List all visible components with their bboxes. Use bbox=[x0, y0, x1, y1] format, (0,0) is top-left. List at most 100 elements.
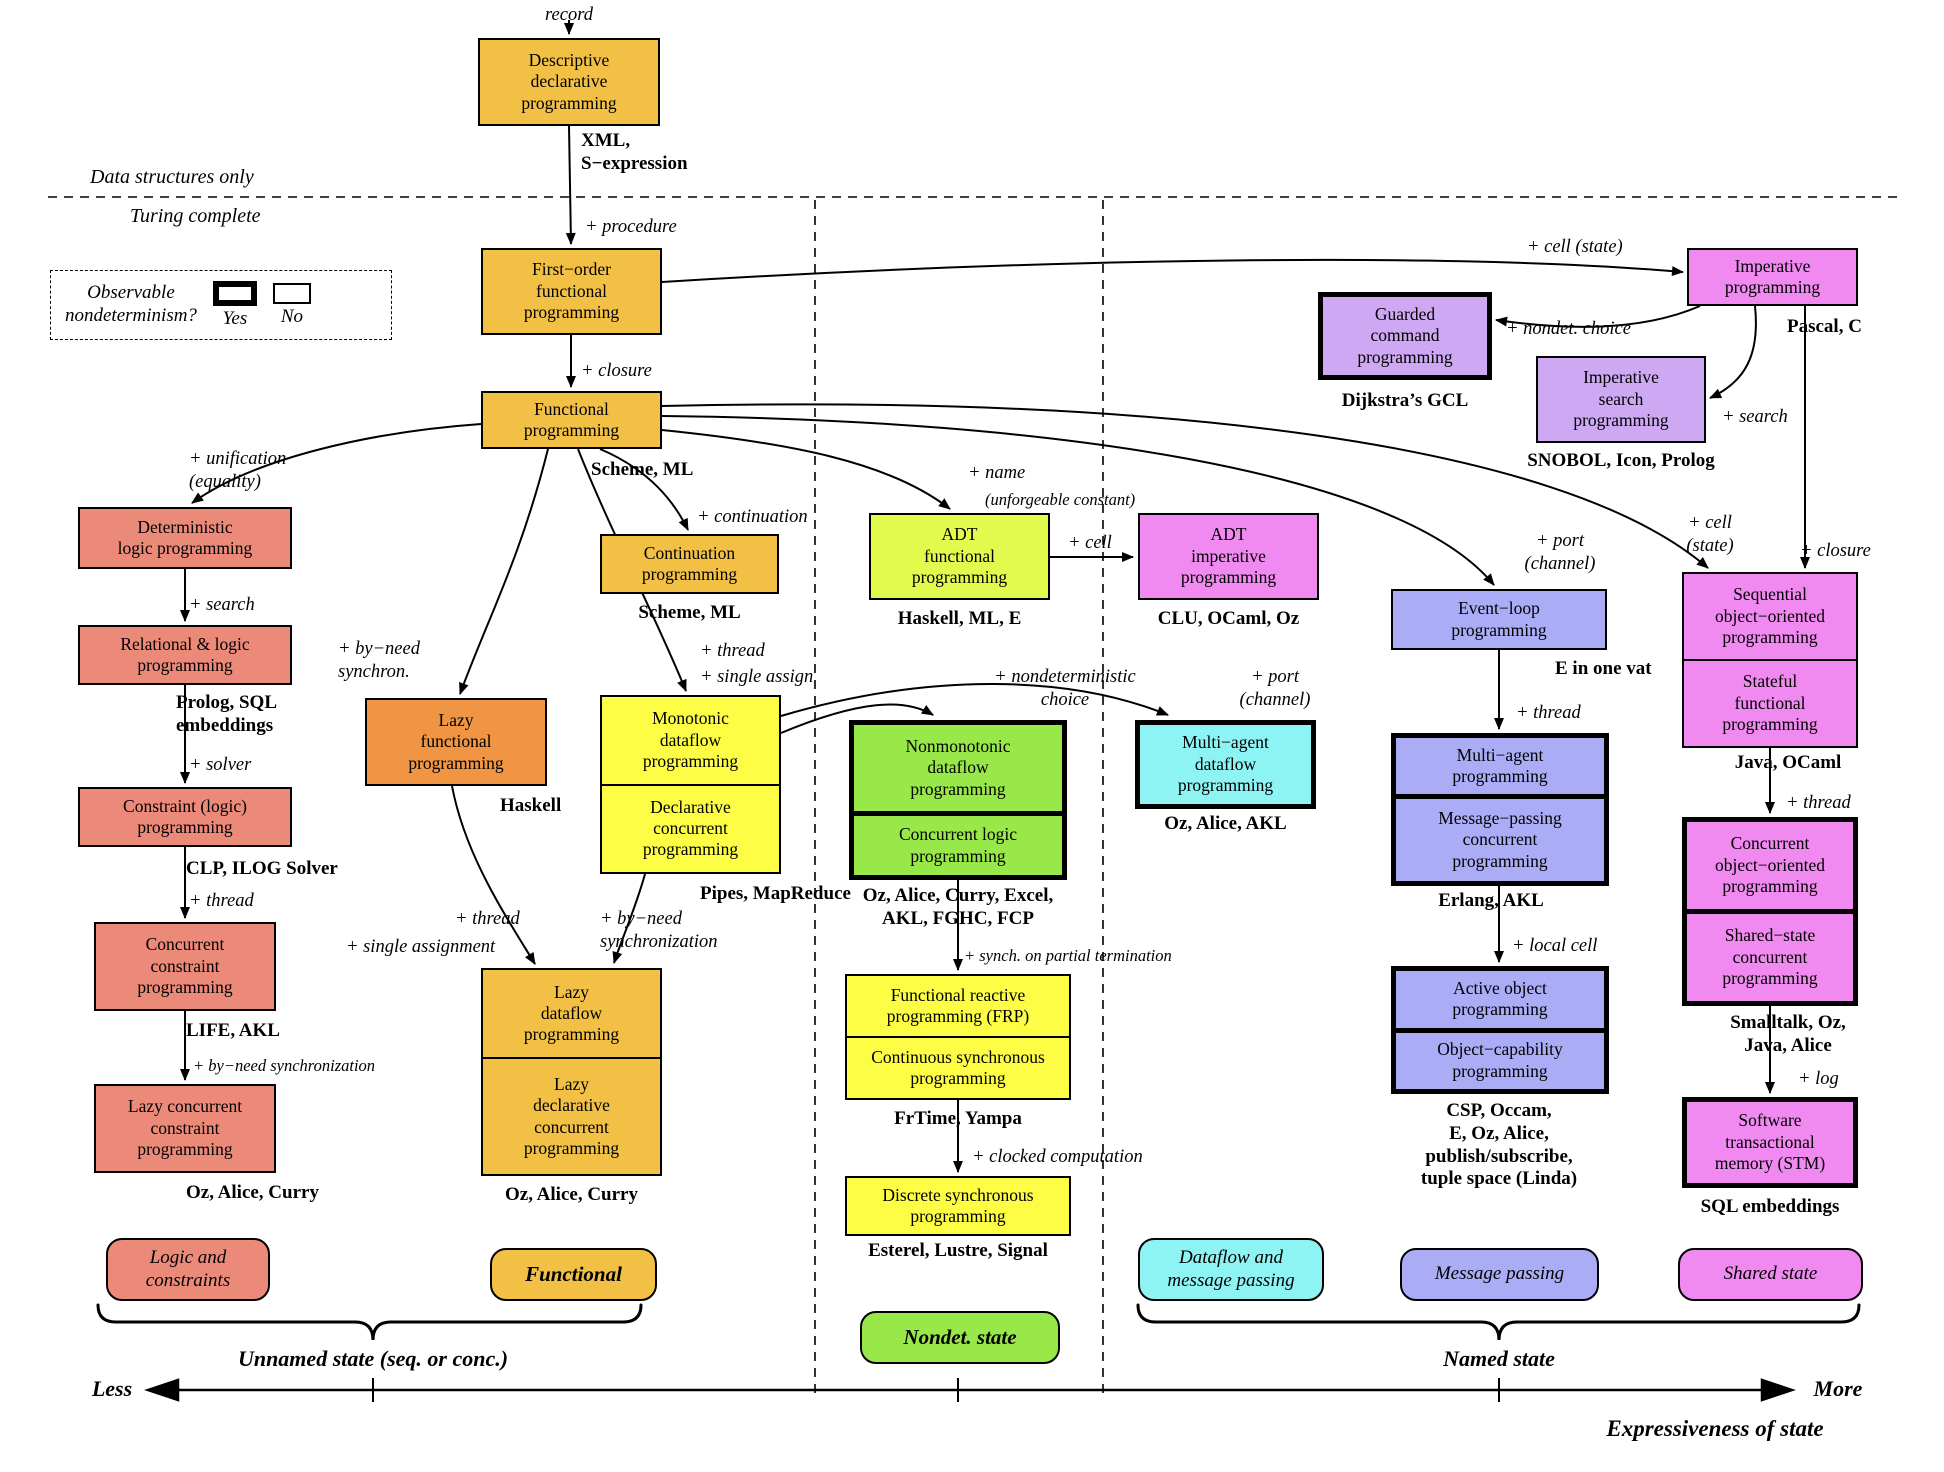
arrow-functional-to-sequential-oo bbox=[661, 403, 1709, 569]
label-turing-complete: Turing complete bbox=[130, 205, 261, 227]
arrow-imperative-to-imperative-search bbox=[1709, 305, 1757, 399]
node-constraint-logic: Constraint (logic) programming bbox=[78, 787, 292, 847]
languages-constraint: CLP, ILOG Solver bbox=[186, 858, 338, 879]
chip-dataflow-message-passing: Dataflow and message passing bbox=[1138, 1238, 1324, 1301]
languages-adt-imperative: CLU, OCaml, Oz bbox=[1157, 608, 1300, 629]
edge-label-plus-thread-mono: + thread bbox=[700, 641, 765, 661]
edge-label-plus-search-left: + search bbox=[189, 595, 255, 615]
languages-functional: Scheme, ML bbox=[591, 459, 694, 480]
languages-imperative-search: SNOBOL, Icon, Prolog bbox=[1527, 450, 1715, 471]
languages-concurrent-oo: Smalltalk, Oz, Java, Alice bbox=[1730, 1012, 1846, 1056]
node-guarded-command: Guarded command programming bbox=[1318, 292, 1492, 380]
node-lazy-functional: Lazy functional programming bbox=[365, 698, 547, 786]
node-concurrent-logic: Concurrent logic programming bbox=[854, 811, 1062, 875]
node-functional: Functional programming bbox=[481, 391, 662, 449]
node-declarative-concurrent: Declarative concurrent programming bbox=[602, 783, 779, 873]
edge-label-plus-cell-state-top: + cell (state) bbox=[1527, 237, 1623, 257]
node-multiagent: Multi−agent programming Message−passing … bbox=[1391, 733, 1609, 886]
edge-label-plus-single-assignment: + single assignment bbox=[346, 937, 496, 957]
languages-event-loop: E in one vat bbox=[1555, 658, 1652, 679]
edge-label-plus-closure-right: + closure bbox=[1800, 541, 1871, 561]
edge-label-plus-thread-lazy: + thread bbox=[455, 909, 520, 929]
arrow-lazy-functional-to-lazy-dataflow bbox=[451, 785, 536, 965]
node-active-object: Active object programming Object−capabil… bbox=[1391, 966, 1609, 1094]
node-sequential-oo: Sequential object−oriented programming S… bbox=[1682, 572, 1858, 748]
languages-gcl: Dijkstra’s GCL bbox=[1341, 390, 1469, 411]
node-discrete-synchronous: Discrete synchronous programming bbox=[845, 1176, 1071, 1236]
node-stateful-functional: Stateful functional programming bbox=[1684, 659, 1856, 746]
languages-imperative: Pascal, C bbox=[1787, 316, 1862, 337]
languages-lazy-dataflow: Oz, Alice, Curry bbox=[505, 1184, 638, 1205]
edge-label-plus-name: + name bbox=[968, 463, 1026, 483]
node-active-object-top: Active object programming bbox=[1452, 977, 1548, 1020]
node-concurrent-oo: Concurrent object−oriented programming S… bbox=[1682, 817, 1858, 1006]
node-event-loop: Event−loop programming bbox=[1391, 589, 1607, 650]
arrow-first-order-to-imperative bbox=[661, 258, 1684, 283]
languages-lazy-functional: Haskell bbox=[500, 795, 562, 816]
arrow-imperative-to-gcl bbox=[1495, 305, 1701, 328]
chip-logic-constraints: Logic and constraints bbox=[106, 1238, 270, 1301]
arrow-monotonic-to-lazy-dataflow bbox=[612, 873, 646, 964]
thin-border-sample-icon bbox=[272, 282, 311, 304]
node-message-passing-concurrent: Message−passing concurrent programming bbox=[1396, 794, 1604, 881]
edge-label-plus-byneed-mid: + by−need synchronization bbox=[600, 909, 718, 952]
languages-sequential-oo: Java, OCaml bbox=[1734, 752, 1842, 773]
arrow-functional-to-adt-functional bbox=[661, 429, 951, 510]
edge-label-plus-nondeterministic-choice: + nondeterministic choice bbox=[994, 667, 1136, 710]
languages-monotonic: Pipes, MapReduce bbox=[700, 883, 851, 904]
arrow-functional-to-deterministic-logic bbox=[191, 423, 482, 504]
edge-label-plus-cell-state-right: + cell (state) bbox=[1686, 513, 1734, 556]
languages-descriptive: XML, S−expression bbox=[581, 130, 688, 174]
languages-relational: Prolog, SQL embeddings bbox=[176, 692, 277, 736]
edge-label-plus-closure: + closure bbox=[581, 361, 652, 381]
languages-discrete: Esterel, Lustre, Signal bbox=[868, 1240, 1048, 1261]
node-frp: Functional reactive programming (FRP) Co… bbox=[845, 974, 1071, 1100]
languages-lazy-cc: Oz, Alice, Curry bbox=[186, 1182, 319, 1203]
edge-label-record: record bbox=[545, 5, 593, 25]
edge-label-unforgeable-constant: (unforgeable constant) bbox=[985, 490, 1136, 509]
languages-concurrent-constraint: LIFE, AKL bbox=[186, 1020, 280, 1041]
node-lazy-concurrent-constraint: Lazy concurrent constraint programming bbox=[94, 1084, 276, 1173]
edge-label-plus-search-right: + search bbox=[1722, 407, 1788, 427]
label-named-state: Named state bbox=[1443, 1346, 1555, 1371]
edge-label-plus-unification: + unification (equality) bbox=[189, 449, 287, 492]
label-data-structures-only: Data structures only bbox=[90, 166, 254, 188]
languages-stm: SQL embeddings bbox=[1700, 1196, 1840, 1217]
edge-label-plus-byneed-left: + by−need synchronization bbox=[193, 1056, 376, 1075]
edge-label-plus-local-cell: + local cell bbox=[1512, 936, 1598, 956]
node-continuation: Continuation programming bbox=[600, 534, 779, 594]
node-nonmonotonic-dataflow: Nonmonotonic dataflow programming Concur… bbox=[849, 720, 1067, 880]
node-lazy-dataflow: Lazy dataflow programming Lazy declarati… bbox=[481, 968, 662, 1176]
edge-label-plus-synch-partial: + synch. on partial termination bbox=[964, 946, 1172, 965]
node-adt-imperative: ADT imperative programming bbox=[1138, 513, 1319, 600]
node-first-order-functional: First−order functional programming bbox=[481, 248, 662, 335]
edge-label-plus-thread-eventloop: + thread bbox=[1516, 703, 1581, 723]
chip-functional: Functional bbox=[490, 1248, 657, 1301]
node-stm: Software transactional memory (STM) bbox=[1682, 1097, 1858, 1188]
node-lazy-declarative-concurrent: Lazy declarative concurrent programming bbox=[483, 1057, 660, 1174]
axis-arrowhead-left bbox=[144, 1378, 180, 1402]
axis-label-more: More bbox=[1813, 1376, 1863, 1401]
node-descriptive-declarative: Descriptive declarative programming bbox=[478, 38, 660, 126]
edge-label-plus-nondet-choice: + nondet. choice bbox=[1506, 319, 1631, 339]
node-concurrent-constraint: Concurrent constraint programming bbox=[94, 922, 276, 1011]
node-concurrent-oo-top: Concurrent object−oriented programming bbox=[1715, 833, 1825, 897]
node-shared-state-concurrent: Shared−state concurrent programming bbox=[1687, 909, 1853, 1001]
node-monotonic-dataflow: Monotonic dataflow programming Declarati… bbox=[600, 695, 781, 874]
edge-label-plus-thread-left: + thread bbox=[189, 891, 254, 911]
node-monotonic-dataflow-top: Monotonic dataflow programming bbox=[642, 708, 739, 771]
languages-nonmonotonic: Oz, Alice, Curry, Excel, AKL, FGHC, FCP bbox=[862, 885, 1054, 929]
chip-shared-state: Shared state bbox=[1678, 1248, 1863, 1301]
node-object-capability: Object−capability programming bbox=[1396, 1027, 1604, 1090]
languages-continuation: Scheme, ML bbox=[638, 602, 741, 623]
node-continuous-synchronous: Continuous synchronous programming bbox=[847, 1036, 1069, 1098]
edge-label-plus-continuation: + continuation bbox=[697, 507, 808, 527]
languages-adt-functional: Haskell, ML, E bbox=[897, 608, 1022, 629]
legend-no-group: No bbox=[272, 282, 311, 328]
node-multiagent-dataflow: Multi−agent dataflow programming bbox=[1135, 720, 1316, 809]
axis-label-less: Less bbox=[91, 1376, 133, 1401]
edge-label-plus-thread-oo: + thread bbox=[1786, 793, 1851, 813]
nondeterminism-legend: Observable nondeterminism? Yes No bbox=[50, 270, 392, 340]
arrow-monotonic-to-nonmonotonic bbox=[780, 703, 934, 734]
